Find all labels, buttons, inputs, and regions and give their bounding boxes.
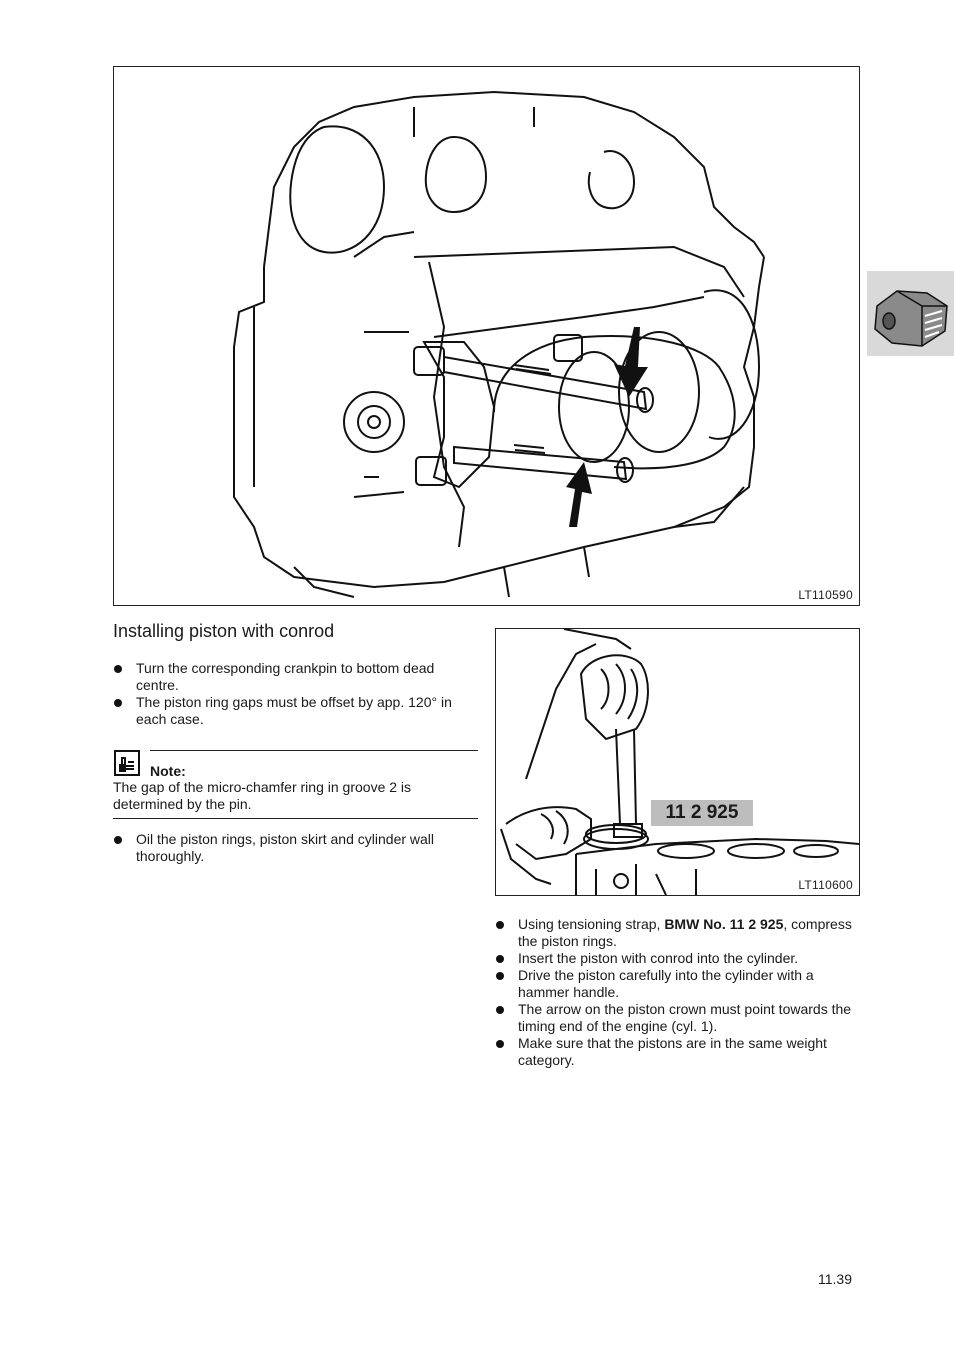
list-item: Oil the piston rings, piston skirt and c…	[113, 831, 479, 865]
note-label: Note:	[150, 763, 186, 779]
list-item: The piston ring gaps must be offset by a…	[113, 694, 479, 728]
bullet-icon	[114, 665, 122, 673]
bullet-icon	[496, 1040, 504, 1048]
chapter-tab	[867, 271, 954, 356]
bullet-icon	[114, 699, 122, 707]
note-bottom-divider	[113, 818, 478, 819]
list-item: Insert the piston with conrod into the c…	[495, 950, 861, 967]
bullet-icon	[114, 836, 122, 844]
tool-number-label: 11 2 925	[651, 800, 753, 826]
bullet-icon	[496, 1006, 504, 1014]
engine-thumbnail-icon	[874, 290, 948, 347]
piston-install-figure: LT110600	[495, 628, 860, 896]
procedure-list-left: Turn the corresponding crankpin to botto…	[113, 660, 479, 728]
engine-block-figure: LT110590	[113, 66, 860, 606]
procedure-list-left-2: Oil the piston rings, piston skirt and c…	[113, 831, 479, 865]
note-text: The gap of the micro-chamfer ring in gro…	[113, 779, 412, 812]
page-number: 11.39	[818, 1271, 852, 1287]
list-item: The arrow on the piston crown must point…	[495, 1001, 861, 1035]
list-item: Turn the corresponding crankpin to botto…	[113, 660, 479, 694]
figure-code: LT110590	[798, 588, 853, 602]
note-top-divider	[150, 750, 478, 751]
list-item: Drive the piston carefully into the cyli…	[495, 967, 861, 1001]
piston-install-illustration	[500, 629, 859, 895]
procedure-list-right: Using tensioning strap, BMW No. 11 2 925…	[495, 916, 861, 1069]
bullet-icon	[496, 955, 504, 963]
list-item: Make sure that the pistons are in the sa…	[495, 1035, 861, 1069]
engine-block-illustration	[233, 90, 765, 598]
note-icon	[114, 750, 140, 776]
section-heading: Installing piston with conrod	[113, 621, 335, 641]
figure-code: LT110600	[798, 878, 853, 892]
tool-number-bold: BMW No. 11 2 925	[664, 916, 784, 932]
bullet-icon	[496, 921, 504, 929]
bullet-icon	[496, 972, 504, 980]
list-item: Using tensioning strap, BMW No. 11 2 925…	[495, 916, 861, 950]
